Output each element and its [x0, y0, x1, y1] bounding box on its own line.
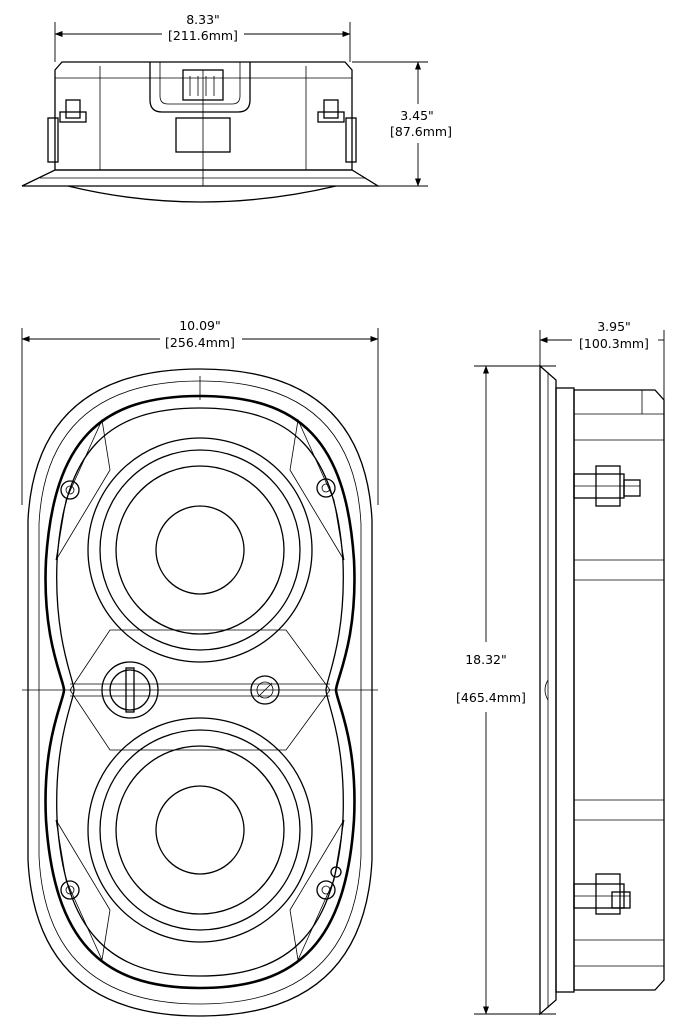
mounting-brackets [55, 418, 345, 962]
top-width-mm: [211.6mm] [168, 28, 238, 43]
top-height-mm: [87.6mm] [390, 124, 452, 139]
side-depth-inches: 3.95" [597, 319, 631, 334]
front-view: 10.09" [256.4mm] [21, 318, 379, 1017]
top-width-inches: 8.33" [186, 12, 220, 27]
side-view: 3.95" [100.3mm] 18.32" [465.4mm] [456, 319, 665, 1016]
front-height-inches: 18.32" [465, 652, 507, 667]
front-width-mm: [256.4mm] [165, 335, 235, 350]
top-view: 8.33" [211.6mm] 3.45" [87.6mm] [21, 12, 452, 203]
top-height-inches: 3.45" [400, 108, 434, 123]
side-depth-mm: [100.3mm] [579, 336, 649, 351]
front-width-inches: 10.09" [179, 318, 221, 333]
front-height-mm: [465.4mm] [456, 690, 526, 705]
